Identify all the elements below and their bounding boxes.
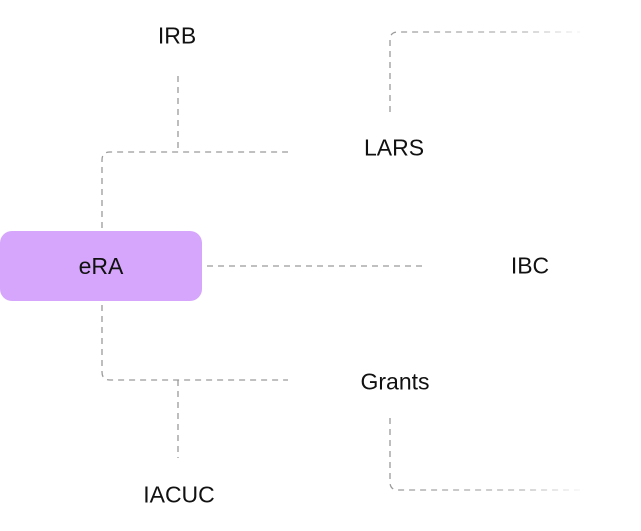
node-irb: IRB	[157, 22, 197, 49]
node-iacuc: IACUC	[143, 481, 215, 508]
node-grants: Grants	[360, 368, 430, 395]
connector-era-top-branch	[101, 151, 288, 228]
connector-grants-bottom-right	[389, 418, 580, 491]
connector-lars-top-right	[389, 31, 580, 112]
node-lars: LARS	[363, 134, 425, 161]
connector-era-bottom-branch	[101, 305, 288, 381]
hub-node-era: eRA	[0, 231, 202, 301]
node-ibc: IBC	[510, 252, 550, 279]
hub-label: eRA	[78, 252, 124, 279]
